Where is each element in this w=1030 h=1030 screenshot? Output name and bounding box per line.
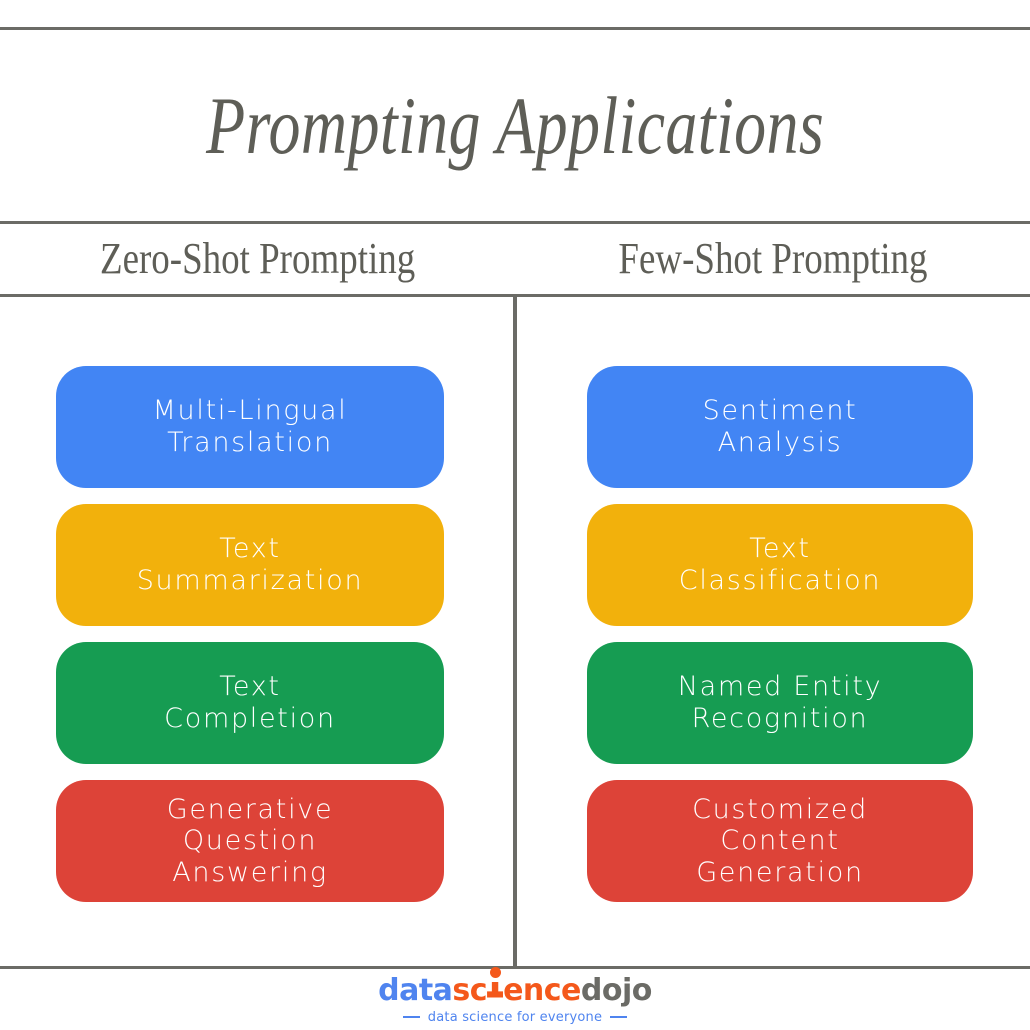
logo-text-data: data	[378, 972, 453, 1008]
pill-named-entity-recognition[interactable]: Named Entity Recognition	[587, 642, 973, 764]
pill-customized-content-generation[interactable]: Customized Content Generation	[587, 780, 973, 902]
logo-tagline-text: data science for everyone	[427, 1009, 603, 1025]
logo-text-ence: ence	[503, 972, 581, 1008]
logo-tagline-row: data science for everyone	[402, 1009, 628, 1025]
pill-text-completion[interactable]: Text Completion	[56, 642, 444, 764]
column-few-shot: Sentiment Analysis Text Classification N…	[515, 297, 1030, 966]
column-headers: Zero-Shot Prompting Few-Shot Prompting	[0, 224, 1030, 294]
column-header-cell-few-shot: Few-Shot Prompting	[515, 224, 1030, 294]
pill-sentiment-analysis[interactable]: Sentiment Analysis	[587, 366, 973, 488]
column-header-zero-shot: Zero-Shot Prompting	[99, 234, 416, 283]
pill-multi-lingual-translation[interactable]: Multi-Lingual Translation	[56, 366, 444, 488]
pill-text-summarization[interactable]: Text Summarization	[56, 504, 444, 626]
divider-vertical-columns	[513, 296, 517, 967]
pill-label: Text Completion	[164, 671, 336, 734]
pill-label: Named Entity Recognition	[677, 671, 883, 734]
pill-label: Generative Question Answering	[166, 793, 334, 888]
pill-label: Customized Content Generation	[692, 793, 868, 888]
column-header-cell-zero-shot: Zero-Shot Prompting	[0, 224, 515, 294]
divider-under-headers	[0, 294, 1030, 297]
column-zero-shot: Multi-Lingual Translation Text Summariza…	[0, 297, 515, 966]
dash-left-icon	[402, 1016, 420, 1018]
columns-container: Multi-Lingual Translation Text Summariza…	[0, 297, 1030, 966]
pill-text-classification[interactable]: Text Classification	[587, 504, 973, 626]
dash-right-icon	[610, 1016, 628, 1018]
title-band: Prompting Applications	[0, 30, 1030, 221]
pill-label: Text Classification	[678, 533, 882, 596]
person-body-icon	[487, 981, 504, 998]
divider-under-title	[0, 221, 1030, 224]
pill-label: Text Summarization	[136, 533, 364, 596]
pill-label: Sentiment Analysis	[702, 395, 858, 458]
pill-generative-question-answering[interactable]: Generative Question Answering	[56, 780, 444, 902]
divider-top	[0, 27, 1030, 30]
logo-text-sc: sc	[452, 972, 488, 1008]
logo-text-dojo: dojo	[580, 972, 652, 1008]
column-header-few-shot: Few-Shot Prompting	[617, 234, 928, 283]
person-icon	[487, 966, 504, 1006]
divider-above-logo	[0, 966, 1030, 969]
person-head-icon	[490, 966, 502, 978]
page-title: Prompting Applications	[205, 79, 824, 171]
pill-label: Multi-Lingual Translation	[152, 395, 348, 458]
